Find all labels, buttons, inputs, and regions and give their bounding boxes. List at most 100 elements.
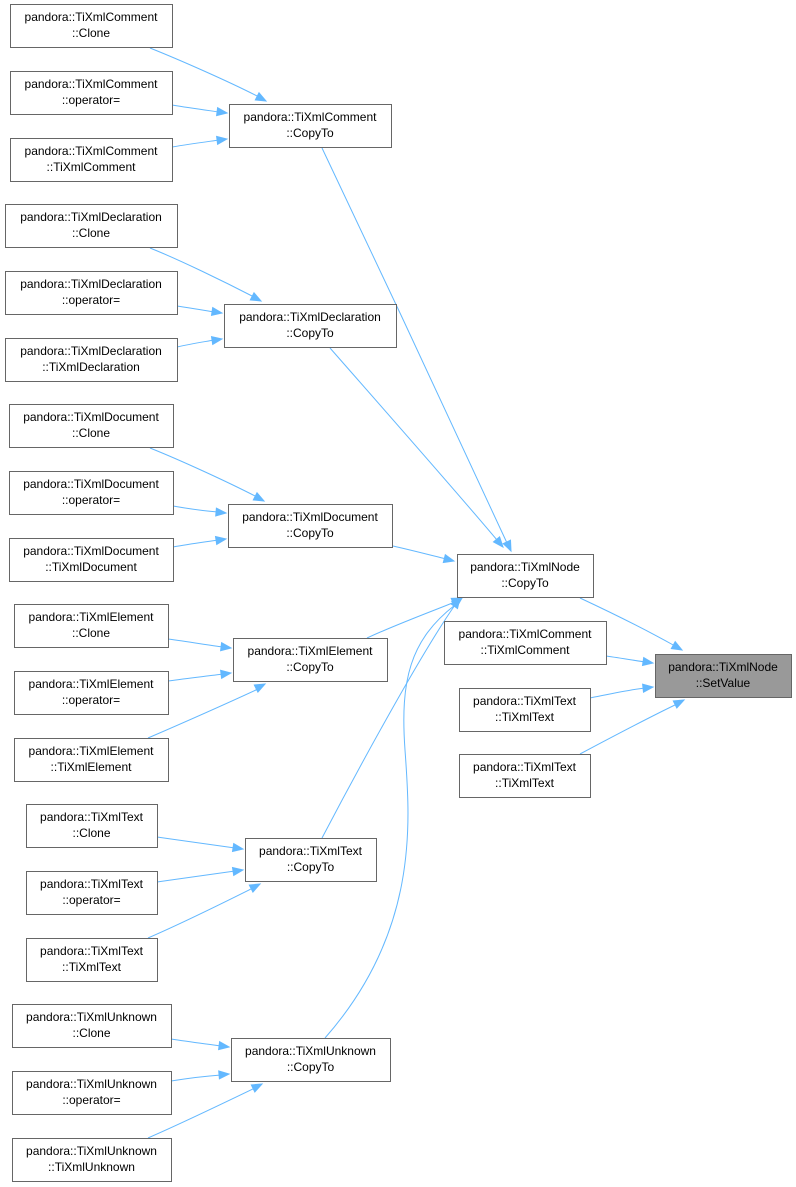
- arrowhead: [231, 866, 245, 877]
- arrowhead: [502, 539, 512, 553]
- node-elem-copyto[interactable]: pandora::TiXmlElement::CopyTo: [233, 638, 388, 682]
- node-label-line2: ::TiXmlText: [62, 960, 122, 974]
- arrowhead: [231, 842, 245, 853]
- edge-unk_operator-to-unk_copyto: [170, 1070, 231, 1082]
- node-comment-clone[interactable]: pandora::TiXmlComment::Clone: [10, 4, 173, 48]
- nodes-layer: pandora::TiXmlComment::Clonepandora::TiX…: [5, 4, 792, 1182]
- node-node-copyto[interactable]: pandora::TiXmlNode::CopyTo: [457, 554, 594, 598]
- node-comment-copyto[interactable]: pandora::TiXmlComment::CopyTo: [229, 104, 392, 148]
- node-box: [10, 71, 173, 115]
- node-elem-clone[interactable]: pandora::TiXmlElement::Clone: [14, 604, 169, 648]
- node-text-operator[interactable]: pandora::TiXmlText::operator=: [26, 871, 158, 915]
- edge-text_clone-to-text_copyto: [156, 836, 245, 853]
- node-label-line1: pandora::TiXmlUnknown: [245, 1044, 376, 1058]
- node-text-ctor3[interactable]: pandora::TiXmlText::TiXmlText: [459, 754, 591, 798]
- edge-elem_operator-to-elem_copyto: [167, 669, 233, 682]
- edge-comment_operator-to-comment_copyto: [171, 104, 229, 117]
- node-label-line1: pandora::TiXmlDeclaration: [20, 344, 162, 358]
- edge-node_copyto-to-node_setvalue: [579, 597, 684, 651]
- node-comment-ctor2[interactable]: pandora::TiXmlComment::TiXmlComment: [444, 621, 607, 665]
- arrowhead: [218, 1040, 231, 1051]
- edge-line: [329, 347, 498, 541]
- edge-line: [392, 545, 447, 560]
- node-doc-operator[interactable]: pandora::TiXmlDocument::operator=: [9, 471, 174, 515]
- node-box: [444, 621, 607, 665]
- node-unk-clone[interactable]: pandora::TiXmlUnknown::Clone: [12, 1004, 172, 1048]
- node-box: [5, 271, 178, 315]
- arrowhead: [252, 491, 266, 502]
- node-box: [14, 671, 169, 715]
- arrowhead: [250, 1083, 264, 1093]
- node-doc-clone[interactable]: pandora::TiXmlDocument::Clone: [9, 404, 174, 448]
- node-label-line1: pandora::TiXmlComment: [25, 144, 159, 158]
- node-doc-copyto[interactable]: pandora::TiXmlDocument::CopyTo: [228, 504, 393, 548]
- node-box: [228, 504, 393, 548]
- edge-line: [167, 638, 224, 648]
- node-label-line1: pandora::TiXmlElement: [29, 744, 155, 758]
- edge-line: [605, 655, 646, 663]
- edge-line: [366, 601, 456, 639]
- node-box: [9, 404, 174, 448]
- node-comment-operator[interactable]: pandora::TiXmlComment::operator=: [10, 71, 173, 115]
- node-label-line2: ::TiXmlDeclaration: [42, 360, 140, 374]
- edge-comment_clone-to-comment_copyto: [149, 47, 268, 102]
- node-text-ctor[interactable]: pandora::TiXmlText::TiXmlText: [26, 938, 158, 982]
- node-box: [12, 1138, 172, 1182]
- node-text-clone[interactable]: pandora::TiXmlText::Clone: [26, 804, 158, 848]
- node-box: [5, 338, 178, 382]
- node-label-line2: ::operator=: [62, 493, 120, 507]
- node-box: [12, 1004, 172, 1048]
- node-elem-operator[interactable]: pandora::TiXmlElement::operator=: [14, 671, 169, 715]
- arrowhead: [220, 641, 233, 652]
- edge-line: [579, 703, 678, 755]
- node-label-line1: pandora::TiXmlComment: [25, 10, 159, 24]
- node-label-line1: pandora::TiXmlComment: [25, 77, 159, 91]
- edge-line: [156, 836, 236, 849]
- node-text-copyto[interactable]: pandora::TiXmlText::CopyTo: [245, 838, 377, 882]
- node-unk-ctor[interactable]: pandora::TiXmlUnknown::TiXmlUnknown: [12, 1138, 172, 1182]
- arrowhead: [216, 135, 229, 146]
- edge-line: [147, 887, 254, 939]
- node-node-setvalue[interactable]: pandora::TiXmlNode::SetValue: [655, 654, 792, 698]
- node-decl-copyto[interactable]: pandora::TiXmlDeclaration::CopyTo: [224, 304, 397, 348]
- edge-comment_ctor-to-comment_copyto: [171, 135, 229, 148]
- edge-line: [147, 1087, 256, 1139]
- edge-decl_clone-to-decl_copyto: [149, 247, 263, 302]
- node-doc-ctor[interactable]: pandora::TiXmlDocument::TiXmlDocument: [9, 538, 174, 582]
- node-text-ctor2[interactable]: pandora::TiXmlText::TiXmlText: [459, 688, 591, 732]
- node-box: [10, 138, 173, 182]
- arrowhead: [442, 553, 456, 564]
- node-box: [229, 104, 392, 148]
- arrowhead: [670, 640, 684, 651]
- node-label-line1: pandora::TiXmlElement: [29, 677, 155, 691]
- edge-elem_clone-to-elem_copyto: [167, 638, 233, 652]
- arrowhead: [215, 507, 228, 517]
- edge-line: [324, 604, 456, 1039]
- node-label-line2: ::Clone: [72, 26, 110, 40]
- node-elem-ctor[interactable]: pandora::TiXmlElement::TiXmlElement: [14, 738, 169, 782]
- node-unk-copyto[interactable]: pandora::TiXmlUnknown::CopyTo: [231, 1038, 391, 1082]
- node-comment-ctor[interactable]: pandora::TiXmlComment::TiXmlComment: [10, 138, 173, 182]
- node-label-line1: pandora::TiXmlUnknown: [26, 1144, 157, 1158]
- node-unk-operator[interactable]: pandora::TiXmlUnknown::operator=: [12, 1071, 172, 1115]
- edge-line: [321, 147, 508, 544]
- edge-line: [589, 687, 646, 699]
- edge-unk_copyto-to-node_copyto: [324, 597, 464, 1039]
- edge-line: [170, 1074, 222, 1082]
- node-decl-operator[interactable]: pandora::TiXmlDeclaration::operator=: [5, 271, 178, 315]
- node-decl-clone[interactable]: pandora::TiXmlDeclaration::Clone: [5, 204, 178, 248]
- edge-doc_ctor-to-doc_copyto: [172, 535, 228, 548]
- node-label-line2: ::TiXmlUnknown: [48, 1160, 135, 1174]
- arrowhead: [218, 1070, 231, 1080]
- node-box: [224, 304, 397, 348]
- node-box: [14, 738, 169, 782]
- node-box: [459, 754, 591, 798]
- node-decl-ctor[interactable]: pandora::TiXmlDeclaration::TiXmlDeclarat…: [5, 338, 178, 382]
- node-label-line1: pandora::TiXmlText: [40, 877, 144, 891]
- node-label-line1: pandora::TiXmlElement: [248, 644, 374, 658]
- node-label-line1: pandora::TiXmlDeclaration: [239, 310, 381, 324]
- node-box: [5, 204, 178, 248]
- edge-line: [172, 505, 219, 513]
- edge-comment_copyto-to-node_copyto: [321, 147, 512, 553]
- edge-decl_copyto-to-node_copyto: [329, 347, 504, 549]
